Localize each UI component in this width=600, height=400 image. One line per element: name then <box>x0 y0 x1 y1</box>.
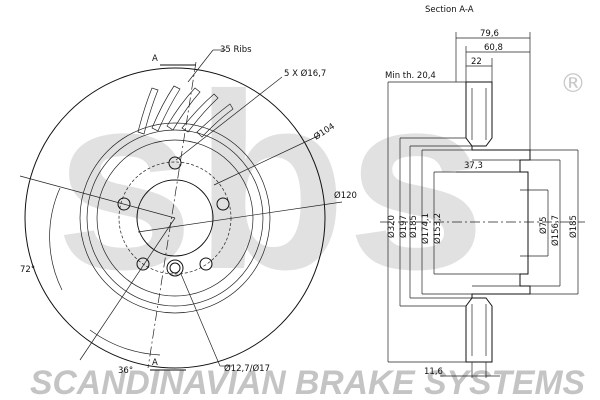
ribs-leader <box>187 49 214 83</box>
section-title: Section A-A <box>425 5 474 15</box>
pcd-leader <box>213 134 321 186</box>
bolt-hole <box>216 197 230 211</box>
section-view: Section A-A Min th. 20,4 <box>380 5 585 378</box>
centre-bore <box>136 179 214 257</box>
offset-37-label: 37,3 <box>464 161 483 171</box>
friction-ring-inner-edge <box>79 122 271 314</box>
bolt-holes-leader <box>175 76 283 161</box>
d75-label: Ø75 <box>538 216 549 234</box>
hat-step-edge <box>96 139 254 297</box>
angle-arc-72 <box>49 187 63 291</box>
d185-right-label: Ø185 <box>568 215 579 238</box>
d156-label: Ø156,7 <box>550 215 561 246</box>
disc-outer-edge <box>24 67 326 369</box>
hat-outer-edge <box>86 129 264 307</box>
hub-hole-outer <box>166 259 184 277</box>
bore-leader <box>137 201 343 233</box>
width-60-label: 60,8 <box>484 43 503 53</box>
angle-36-label: 36° <box>118 366 133 376</box>
hub-hole-label: Ø12,7/Ø17 <box>224 363 270 374</box>
ribs-label: 35 Ribs <box>220 45 252 55</box>
thickness-22-label: 22 <box>471 57 482 67</box>
vent-ribs <box>137 85 234 138</box>
d185-label: Ø185 <box>408 215 419 238</box>
section-marker-top: A <box>152 54 158 64</box>
angle-72-label: 72° <box>20 265 35 275</box>
bolt-holes-label: 5 X Ø16,7 <box>284 68 326 79</box>
bolt-hole <box>117 197 131 211</box>
sbs-logo-text: sbs <box>55 42 486 321</box>
angle-line-36 <box>79 217 176 361</box>
bolt-hole <box>199 257 213 271</box>
bolt-hole <box>136 257 150 271</box>
bolt-hole <box>168 156 182 170</box>
hub-hole-leader <box>180 273 221 367</box>
centre-bore-label: Ø120 <box>334 190 357 201</box>
section-line <box>147 61 197 369</box>
thickness-11-label: 11,6 <box>424 367 443 377</box>
angle-arc-36 <box>89 329 161 356</box>
angle-line-72 <box>19 175 176 219</box>
d320-label: Ø320 <box>386 215 397 238</box>
d197-label: Ø197 <box>398 215 409 238</box>
hub-hole-inner <box>169 262 181 274</box>
d153-label: Ø153,2 <box>432 213 443 244</box>
registered-mark: ® <box>560 69 586 99</box>
min-thickness-label: Min th. 20,4 <box>385 71 436 81</box>
sbs-watermark: sbs ® SCANDINAVIAN BRAKE SYSTEMS <box>30 42 586 400</box>
width-79-label: 79,6 <box>480 29 499 39</box>
section-marker-bottom: A <box>152 358 158 368</box>
front-view: A A 72° 36° 35 Ribs 5 X Ø16,7 Ø104 Ø120 … <box>19 45 357 376</box>
company-name: SCANDINAVIAN BRAKE SYSTEMS <box>30 364 585 400</box>
d174-label: Ø174,1 <box>420 213 431 244</box>
